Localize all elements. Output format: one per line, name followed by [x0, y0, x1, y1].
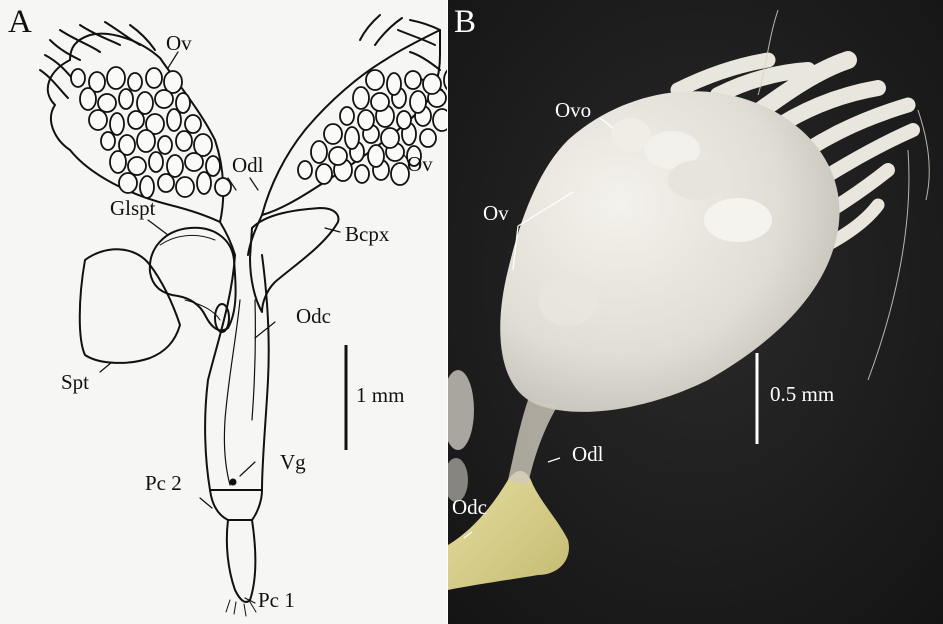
common-oviduct-outline: [205, 255, 269, 490]
oocyte-ellipse: [185, 115, 201, 133]
label-odl-a: Odl: [232, 155, 264, 176]
panel-a-drawing: A Ov Ov Odl Glspt Bcpx Odc Spt Vg Pc 2 P…: [0, 0, 447, 624]
oocyte-ellipse: [149, 152, 163, 172]
photo-specimen: [448, 0, 943, 624]
oocyte-ellipse: [340, 107, 354, 125]
oocyte-ellipse: [420, 129, 436, 147]
label-ov-right: Ov: [407, 154, 433, 175]
oocyte-ellipse: [353, 87, 369, 109]
oocyte-ellipse: [387, 73, 401, 95]
oocyte-ellipse: [107, 67, 125, 89]
oocyte-ellipse: [137, 130, 155, 152]
oocyte-ellipse: [405, 71, 421, 89]
oocyte-ellipse: [158, 174, 174, 192]
oocyte-ellipse: [167, 109, 181, 131]
label-pc1: Pc 1: [258, 590, 295, 611]
oocyte-ellipse: [80, 88, 96, 110]
oocyte-ellipse: [324, 124, 342, 144]
oocyte-ellipse: [355, 165, 369, 183]
oocyte-ellipse: [98, 94, 116, 112]
oocyte-ellipse: [128, 157, 146, 175]
oocyte-ellipse: [371, 93, 389, 111]
oocyte-ellipse: [381, 128, 399, 148]
label-bcpx: Bcpx: [345, 224, 389, 245]
oocyte-ellipse: [119, 89, 133, 109]
oocyte-ellipse: [311, 141, 327, 163]
oocyte-ellipse: [423, 74, 441, 94]
oocyte-ellipse: [410, 91, 426, 113]
label-vg: Vg: [280, 452, 306, 473]
oocyte-ellipse: [119, 173, 137, 193]
spermatheca-outline: [80, 249, 180, 363]
label-ov-b: Ov: [483, 203, 509, 224]
oocyte-ellipse: [110, 113, 124, 135]
oocyte-ellipse: [128, 73, 142, 91]
oocyte-ellipse: [215, 178, 231, 196]
oocyte-ellipse: [185, 153, 203, 171]
oocyte-ellipse: [101, 132, 115, 150]
label-odc-a: Odc: [296, 306, 331, 327]
oocyte-ellipse: [158, 136, 172, 154]
oocyte-ellipse: [128, 111, 144, 129]
oocyte-ellipse: [358, 110, 374, 130]
oocyte-ellipse: [444, 69, 447, 91]
panel-b-photo: B Ovo Ov Odl Odc 0.5 mm: [448, 0, 943, 624]
oocyte-ellipse: [368, 145, 384, 167]
oocyte-ellipse: [433, 109, 447, 131]
oocyte-ellipse: [137, 92, 153, 114]
label-ov-left: Ov: [166, 33, 192, 54]
label-pc2: Pc 2: [145, 473, 182, 494]
oocyte-ellipse: [316, 164, 332, 184]
pc1-outline: [227, 520, 255, 602]
oocyte-ellipse: [167, 155, 183, 177]
scale-label-b: 0.5 mm: [770, 384, 834, 405]
scale-label-a: 1 mm: [356, 385, 404, 406]
label-odc-b: Odc: [452, 497, 487, 518]
oocyte-ellipse: [155, 90, 173, 108]
label-spt: Spt: [61, 372, 89, 393]
oocyte-ellipse: [140, 176, 154, 198]
reproductive-system-drawing: [0, 0, 447, 624]
label-ovo: Ovo: [555, 100, 591, 121]
oocyte-ellipse: [397, 111, 411, 129]
oocyte-ellipse: [146, 68, 162, 88]
oocyte-ellipse: [197, 172, 211, 194]
oocyte-ellipse: [329, 147, 347, 165]
oocyte-ellipse: [110, 151, 126, 173]
oocyte-ellipse: [71, 69, 85, 87]
label-glspt: Glspt: [110, 198, 156, 219]
oocyte-ellipse: [176, 131, 192, 151]
oocyte-ellipse: [176, 177, 194, 197]
oocyte-ellipse: [345, 127, 359, 149]
oocyte-ellipse: [89, 110, 107, 130]
oocyte-ellipse: [366, 70, 384, 90]
label-odl-b: Odl: [572, 444, 604, 465]
panel-label-a: A: [8, 6, 32, 39]
left-ovary-oocytes: [71, 67, 231, 198]
oocyte-ellipse: [298, 161, 312, 179]
panel-label-b: B: [454, 6, 476, 39]
